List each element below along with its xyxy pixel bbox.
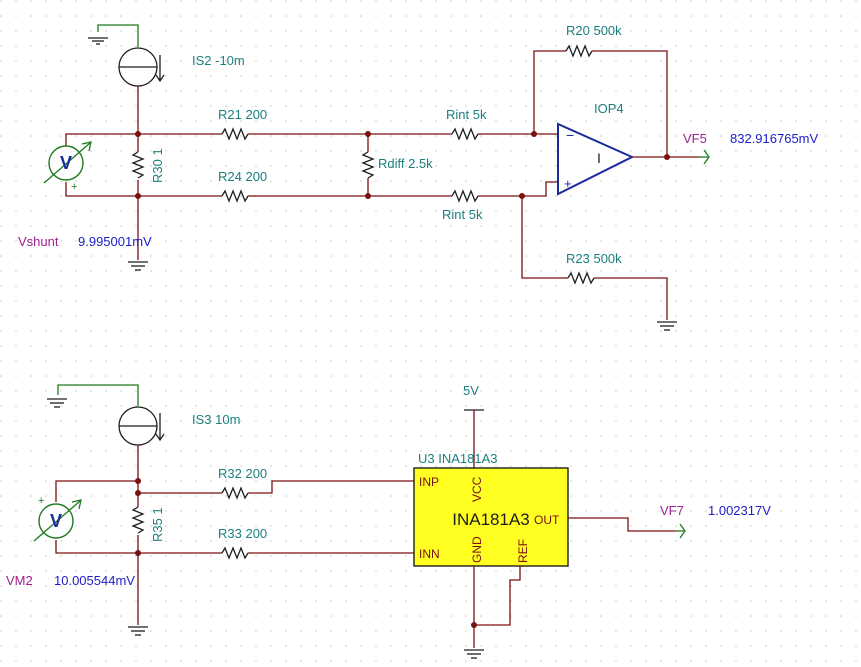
- voltmeter-vm2[interactable]: V +: [33, 495, 82, 542]
- meter-symbol: V: [50, 511, 62, 531]
- pin-vcc-label: VCC: [470, 476, 484, 502]
- vf5-value: 832.916765mV: [730, 131, 819, 146]
- r24-label: R24 200: [218, 169, 267, 184]
- r35-label: R35 1: [150, 507, 165, 542]
- vm2-value: 10.005544mV: [54, 573, 135, 588]
- current-source-is3[interactable]: [47, 384, 165, 493]
- rint-top-label: Rint 5k: [446, 107, 487, 122]
- r33-label: R33 200: [218, 526, 267, 541]
- vshunt-name: Vshunt: [18, 234, 59, 249]
- pin-gnd-label: GND: [470, 536, 484, 563]
- ground-symbol: [464, 649, 484, 659]
- r23-label: R23 500k: [566, 251, 622, 266]
- resistor-r23[interactable]: [567, 271, 595, 285]
- meter-plus-sign: +: [71, 181, 77, 193]
- vf5-name: VF5: [683, 131, 707, 146]
- bottom-circuit: IS3 10m R35 1 V + VM2 10.005544mV: [6, 383, 771, 659]
- resistor-rint-bottom[interactable]: [451, 189, 479, 203]
- rint-bottom-label: Rint 5k: [442, 207, 483, 222]
- resistor-r32[interactable]: [221, 486, 249, 500]
- vf7-value: 1.002317V: [708, 503, 771, 518]
- r30-label: R30 1: [150, 148, 165, 183]
- meter-symbol: V: [60, 153, 72, 173]
- voltmeter-vshunt[interactable]: V +: [43, 141, 92, 193]
- opamp-symbol: I: [597, 150, 601, 166]
- pin-inp-label: INP: [419, 475, 439, 489]
- vf7-name: VF7: [660, 503, 684, 518]
- ground-symbol: [657, 321, 677, 331]
- resistor-rint-top[interactable]: [451, 127, 479, 141]
- vshunt-value: 9.995001mV: [78, 234, 152, 249]
- top-circuit: IS2 -10m R30 1 V + Vshunt 9.: [18, 23, 819, 331]
- meter-plus-sign: +: [38, 495, 44, 507]
- voltage-probe-vf5[interactable]: [700, 149, 710, 165]
- r20-label: R20 500k: [566, 23, 622, 38]
- supply-5v[interactable]: [464, 409, 484, 468]
- opamp-plus-sign: +: [564, 176, 572, 191]
- resistor-r20[interactable]: [565, 44, 593, 58]
- ic-ina181a3[interactable]: INP INN OUT VCC GND REF INA181A3: [413, 467, 569, 567]
- pin-ref-label: REF: [516, 539, 530, 563]
- is3-label: IS3 10m: [192, 412, 240, 427]
- opamp-minus-sign: −: [566, 127, 574, 143]
- supply-label: 5V: [463, 383, 479, 398]
- ic-name: INA181A3: [452, 510, 530, 529]
- is2-label: IS2 -10m: [192, 53, 245, 68]
- resistor-r30[interactable]: [131, 151, 145, 179]
- vm2-name: VM2: [6, 573, 33, 588]
- opamp-iop4[interactable]: − + I: [557, 122, 635, 196]
- voltage-probe-vf7[interactable]: [676, 523, 686, 539]
- r32-label: R32 200: [218, 466, 267, 481]
- ground-symbol: [128, 261, 148, 271]
- r21-label: R21 200: [218, 107, 267, 122]
- resistor-r21[interactable]: [221, 127, 249, 141]
- resistor-r35[interactable]: [131, 506, 145, 534]
- resistor-rdiff[interactable]: [361, 151, 375, 179]
- current-source-is2[interactable]: [88, 24, 165, 134]
- resistor-r33[interactable]: [221, 546, 249, 560]
- ground-symbol: [128, 626, 148, 636]
- ic-ref-label: U3 INA181A3: [418, 451, 498, 466]
- pin-out-label: OUT: [534, 513, 560, 527]
- rdiff-label: Rdiff 2.5k: [378, 156, 433, 171]
- iop4-label: IOP4: [594, 101, 624, 116]
- resistor-r24[interactable]: [221, 189, 249, 203]
- pin-inn-label: INN: [419, 547, 440, 561]
